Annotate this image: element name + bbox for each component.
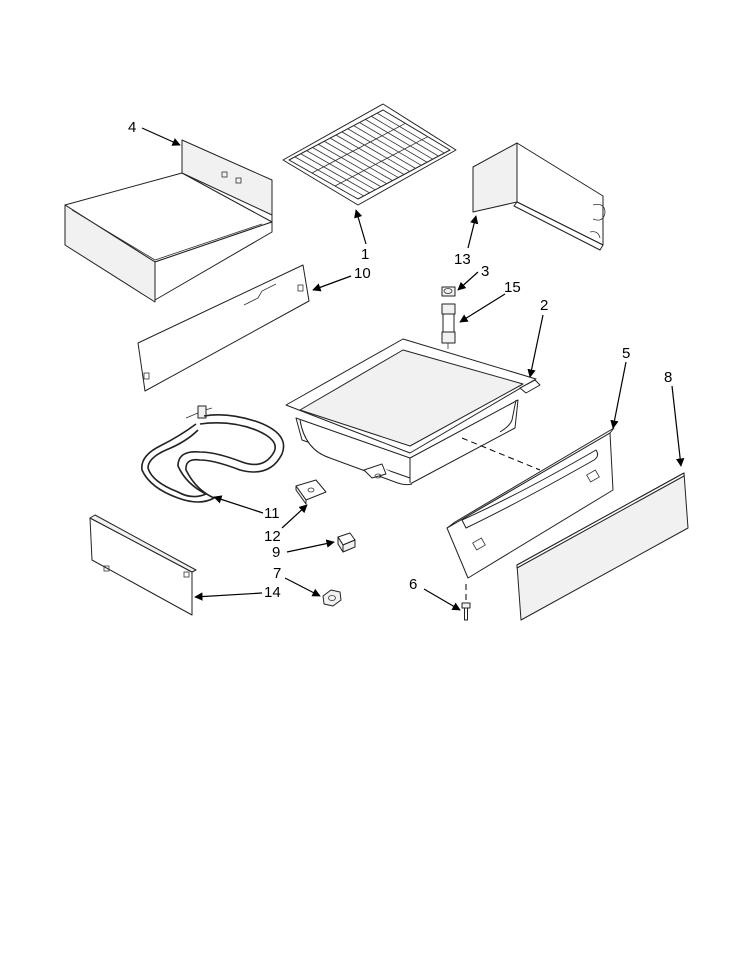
callout-2: 2 <box>540 297 548 314</box>
leader-15 <box>459 293 506 323</box>
sensor-probe-part <box>441 303 456 349</box>
callout-13: 13 <box>454 251 471 268</box>
leader-14 <box>194 592 263 601</box>
leader-9 <box>286 539 335 553</box>
oven-rack-part <box>282 103 457 206</box>
callout-4: 4 <box>128 119 136 136</box>
assembly-guide-line <box>461 437 541 471</box>
rack-wire <box>365 119 433 160</box>
rack-wire <box>335 134 405 175</box>
rack-wire <box>371 115 439 157</box>
leader-7 <box>284 577 321 597</box>
hex-nut-part <box>322 589 342 607</box>
callout-14: 14 <box>264 584 281 601</box>
callout-9: 9 <box>272 544 280 561</box>
rack-crossbar <box>334 136 428 187</box>
rack-wire <box>324 140 393 181</box>
drawer-front-part <box>446 427 615 579</box>
callout-labels: 4 1 10 13 3 15 2 5 8 11 12 9 7 14 6 <box>128 119 672 601</box>
rack-wire <box>312 147 382 188</box>
callout-5: 5 <box>622 345 630 362</box>
rack-wire <box>376 112 445 154</box>
callout-15: 15 <box>504 279 521 296</box>
mounting-clip-part <box>295 479 327 505</box>
screw-part <box>461 584 471 621</box>
callout-12: 12 <box>264 528 281 545</box>
leader-lines <box>141 127 685 611</box>
rack-crossbar <box>311 122 406 174</box>
spacer-block-part <box>337 532 356 553</box>
trim-panel-part <box>516 472 689 621</box>
callout-7: 7 <box>273 565 281 582</box>
rack-wire <box>329 137 399 178</box>
callout-3: 3 <box>481 263 489 280</box>
rack-wire <box>300 153 370 194</box>
callout-10: 10 <box>354 265 371 282</box>
drawer-pan-part <box>285 338 541 486</box>
rack-wire <box>306 150 376 191</box>
leader-6 <box>423 588 461 611</box>
leader-10 <box>312 275 352 292</box>
leader-4 <box>141 127 181 146</box>
side-shield-part <box>472 142 606 251</box>
heating-element-part <box>141 405 285 503</box>
bottom-panel-part <box>89 514 197 616</box>
leader-11 <box>213 495 264 514</box>
rack-wire <box>341 131 410 172</box>
leader-3 <box>457 271 479 291</box>
sensor-nut-part <box>441 286 456 297</box>
back-panel-part <box>137 264 310 392</box>
drawer-liner-part <box>64 139 273 303</box>
rack-wire <box>294 156 364 197</box>
callout-6: 6 <box>409 576 417 593</box>
callout-11: 11 <box>264 505 280 522</box>
leader-1 <box>354 209 367 245</box>
rack-wire <box>353 125 422 166</box>
leader-12 <box>281 504 308 529</box>
leader-5 <box>610 361 627 429</box>
callout-8: 8 <box>664 369 672 386</box>
rack-wire <box>347 128 416 169</box>
rack-wire <box>359 122 428 163</box>
leader-8 <box>671 385 685 467</box>
leader-13 <box>467 215 479 249</box>
leader-2 <box>527 314 544 378</box>
callout-1: 1 <box>361 246 369 263</box>
rack-wire <box>318 144 387 185</box>
